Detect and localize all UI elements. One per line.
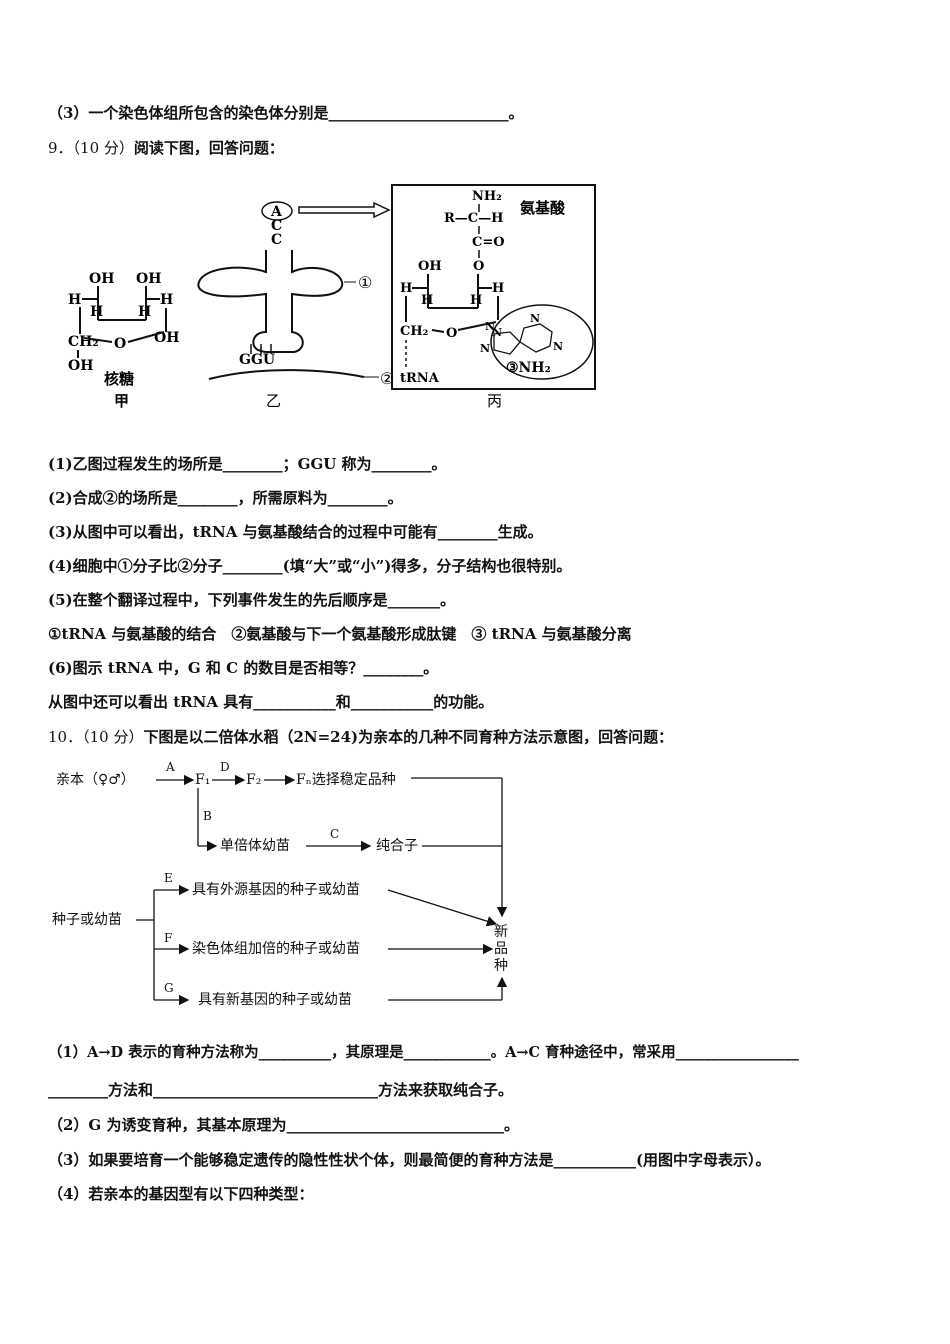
haploid-label: 单倍体幼苗 xyxy=(220,838,290,854)
marker-3: ③NH₂ xyxy=(506,360,551,376)
step-d-label: D xyxy=(220,760,230,774)
adenine-circle xyxy=(261,201,293,221)
ribose-h-2: H xyxy=(160,292,173,308)
base-circle xyxy=(490,304,594,380)
q10-number: 10．（10 分） xyxy=(48,728,144,746)
marker-2: ② xyxy=(380,369,394,388)
base-n-5: N xyxy=(492,326,502,339)
arrow-to-bing xyxy=(298,201,391,219)
ribose-h-3: H xyxy=(90,304,103,320)
q10-header: 10．（10 分）下图是以二倍体水稻（2N=24)为亲本的几种不同育种方法示意图… xyxy=(48,727,673,747)
ribose-label: 核糖 xyxy=(104,370,134,388)
bing-h-3: H xyxy=(470,293,482,308)
figure-bing-label: 丙 xyxy=(487,392,502,410)
ribose-structure: OH OH H H H H CH₂ O OH OH 核糖 甲 xyxy=(68,271,179,410)
q9-part1: (1)乙图过程发生的场所是________；GGU 称为________。 xyxy=(48,455,447,473)
g-result-label: 具有新基因的种子或幼苗 xyxy=(198,991,352,1008)
q9-number: 9．（10 分） xyxy=(48,139,134,157)
step-a-label: A xyxy=(165,760,175,774)
ribose-oh-3: OH xyxy=(154,330,179,346)
acc-c2: C xyxy=(271,232,282,248)
q9-part5: (5)在整个翻译过程中，下列事件发生的先后顺序是_______。 xyxy=(48,591,456,609)
f2-label: F₂ xyxy=(246,772,261,788)
step-g-label: G xyxy=(164,981,174,995)
q10-part3: （3）如果要培育一个能够稳定遗传的隐性性状个体，则最简便的育种方法是______… xyxy=(48,1151,771,1169)
q9-part3: (3)从图中可以看出，tRNA 与氨基酸结合的过程中可能有________生成。 xyxy=(48,523,543,541)
step-e-label: E xyxy=(164,871,173,885)
base-n-3: N xyxy=(480,342,490,355)
q10-part4: （4）若亲本的基因型有以下四种类型： xyxy=(48,1185,314,1203)
pure-line-label: 纯合子 xyxy=(376,838,418,854)
step-f-label: F xyxy=(164,931,172,945)
step-c-label: C xyxy=(330,827,339,841)
q9-part6: (6)图示 tRNA 中，G 和 C 的数目是否相等？________。 xyxy=(48,659,439,677)
new-variety-char-3: 种 xyxy=(494,958,508,974)
ester-o: O xyxy=(473,259,484,274)
f-result-label: 染色体组加倍的种子或幼苗 xyxy=(192,940,360,957)
amino-r-ch-h: R—C—H xyxy=(444,211,503,226)
amino-co: C=O xyxy=(472,235,505,250)
ribose-o: O xyxy=(114,336,126,352)
acc-c1: C xyxy=(271,218,282,234)
aminoacyl-structure: NH₂ R—C—H C=O O 氨基酸 OH H H H H CH₂ O tRN… xyxy=(391,184,596,410)
bing-h-1: H xyxy=(400,281,412,296)
bing-trna-label: tRNA xyxy=(400,371,440,386)
e-result-label: 具有外源基因的种子或幼苗 xyxy=(192,881,360,898)
figure-yi-label: 乙 xyxy=(266,392,281,410)
q9-figure: OH OH H H H H CH₂ O OH OH 核糖 甲 A C C GGU… xyxy=(68,184,596,410)
q10-part1b: ________方法和_____________________________… xyxy=(48,1081,514,1099)
q9-header-text: 阅读下图，回答问题： xyxy=(133,139,284,157)
amino-nh2: NH₂ xyxy=(472,189,502,204)
ribose-ch2: CH₂ xyxy=(68,334,99,350)
bing-oh: OH xyxy=(418,259,442,274)
q10-header-text: 下图是以二倍体水稻（2N=24)为亲本的几种不同育种方法示意图，回答问题： xyxy=(143,728,674,746)
q9-part4: (4)细胞中①分子比②分子________(填“大”或“小”)得多，分子结构也很… xyxy=(48,557,572,575)
marker-1: ① xyxy=(358,273,372,292)
mrna-strand xyxy=(208,369,365,380)
q9-part2: (2)合成②的场所是________，所需原料为________。 xyxy=(48,489,403,507)
base-n-1: N xyxy=(485,320,495,333)
base-n-2: N xyxy=(530,312,540,325)
seed-label: 种子或幼苗 xyxy=(52,912,122,928)
ribose-h-1: H xyxy=(68,292,81,308)
anticodon: GGU xyxy=(239,352,275,368)
amino-acid-label: 氨基酸 xyxy=(520,199,566,217)
q9-header: 9．（10 分）阅读下图，回答问题： xyxy=(48,138,284,158)
trna-outline xyxy=(197,250,344,353)
ribose-oh-4: OH xyxy=(68,358,93,374)
base-n-4: N xyxy=(553,340,563,353)
fn-label: Fₙ选择稳定品种 xyxy=(296,772,396,788)
new-variety-char-2: 品 xyxy=(494,941,508,957)
ribose-oh-1: OH xyxy=(89,271,114,287)
q10-figure: 亲本（♀♂） A F₁ D F₂ Fₙ选择稳定品种 B 单倍体幼苗 C 纯合子 … xyxy=(52,760,508,1008)
f1-label: F₁ xyxy=(195,772,210,788)
acc-a: A xyxy=(270,204,283,220)
figure-jia-label: 甲 xyxy=(114,392,129,410)
q10-part2: （2）G 为诱变育种，其基本原理为_______________________… xyxy=(48,1116,519,1134)
bing-h-4: H xyxy=(492,281,504,296)
step-b-label: B xyxy=(203,809,212,823)
q10-part1a: （1）A→D 表示的育种方法称为__________，其原理是_________… xyxy=(48,1044,799,1061)
new-variety-char-1: 新 xyxy=(494,924,508,940)
bing-ch2: CH₂ xyxy=(400,324,428,339)
ribose-oh-2: OH xyxy=(136,271,161,287)
parent-label: 亲本（♀♂） xyxy=(56,772,135,788)
q8-part3: （3）一个染色体组所包含的染色体分别是_____________________… xyxy=(48,104,524,122)
ribose-h-4: H xyxy=(138,304,151,320)
q9-part7: 从图中还可以看出 tRNA 具有___________和___________的… xyxy=(48,693,494,711)
trna-cloverleaf: A C C GGU ① ② 乙 xyxy=(197,201,394,410)
bing-box xyxy=(391,184,596,390)
bing-o: O xyxy=(446,326,457,341)
q9-part5-options: ①tRNA 与氨基酸的结合 ②氨基酸与下一个氨基酸形成肽键 ③ tRNA 与氨基… xyxy=(48,625,632,643)
